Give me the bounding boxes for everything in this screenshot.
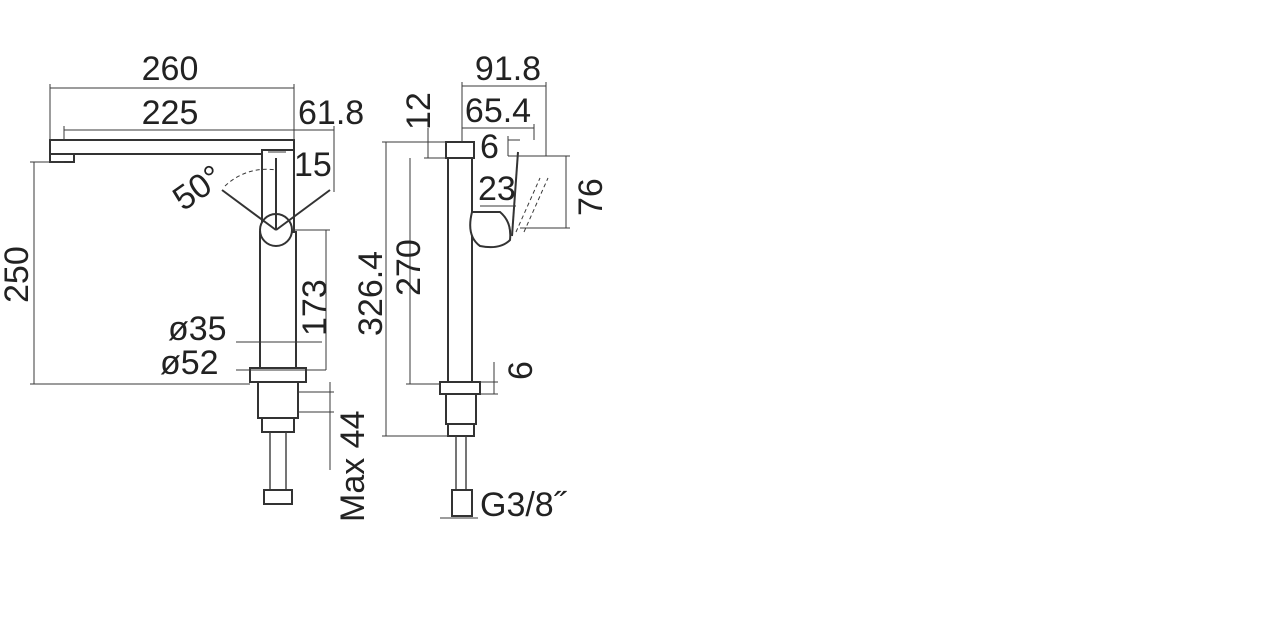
label-depth-mid: 65.4 xyxy=(465,92,531,130)
label-lever-width: 15 xyxy=(294,146,332,184)
side-tap-body xyxy=(447,157,473,383)
lever-angle-arc xyxy=(224,168,277,187)
label-lever-gap: 6 xyxy=(480,128,499,166)
label-lever-offset: 61.8 xyxy=(298,94,364,132)
label-lever-height: 76 xyxy=(572,178,610,216)
label-connection: G3/8˝ xyxy=(480,486,568,524)
label-lever-depth: 23 xyxy=(478,170,516,208)
label-height-total: 250 xyxy=(0,246,36,303)
side-hose-connector xyxy=(451,489,473,517)
label-width-spout: 225 xyxy=(142,94,199,132)
spout-arm xyxy=(49,139,295,155)
label-base-height: 6 xyxy=(502,361,540,380)
side-lever xyxy=(511,151,519,237)
label-depth-total: 91.8 xyxy=(475,50,541,88)
side-mounting-nut-lower xyxy=(447,423,475,437)
hose-connector xyxy=(263,489,293,505)
tap-body xyxy=(259,231,297,371)
side-view: 91.8 65.4 6 12 76 23 326.4 270 6 G3/8˝ xyxy=(352,50,610,524)
side-mounting-nut xyxy=(445,393,477,425)
mounting-nut-lower xyxy=(261,417,295,433)
mounting-nut xyxy=(257,381,299,419)
lever-left xyxy=(221,189,277,231)
label-diameter-base: ø52 xyxy=(160,344,219,382)
label-lever-angle: 50° xyxy=(166,158,230,219)
label-height-overall: 326.4 xyxy=(352,251,390,336)
label-diameter-inner: ø35 xyxy=(168,310,227,348)
side-lever-open xyxy=(515,177,541,233)
side-lever-hub xyxy=(469,211,512,249)
label-width-total: 260 xyxy=(142,50,199,88)
front-view: 260 225 61.8 50° 15 250 173 ø35 ø52 Max … xyxy=(0,50,372,522)
lever-right xyxy=(275,189,331,231)
label-height-body: 270 xyxy=(390,239,428,296)
spout-outlet xyxy=(49,153,75,163)
side-lever-open xyxy=(523,177,549,233)
label-max-thickness: Max 44 xyxy=(334,411,372,523)
side-base-plate xyxy=(439,381,481,395)
label-spout-top: 12 xyxy=(400,92,438,130)
label-height-spout: 173 xyxy=(296,279,334,336)
side-spout-top xyxy=(445,141,475,159)
